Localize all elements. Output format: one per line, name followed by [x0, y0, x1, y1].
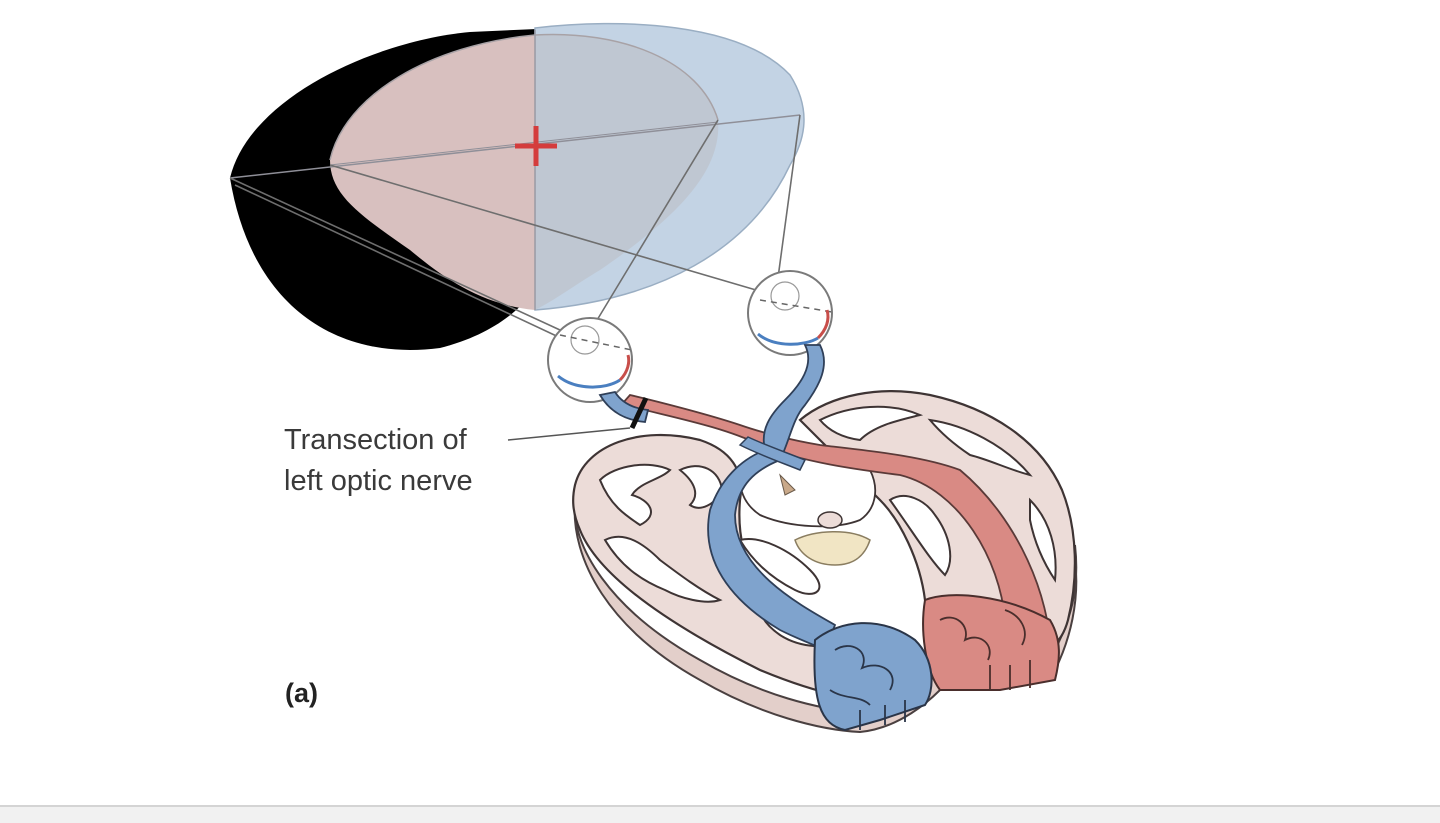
transection-mark — [629, 396, 649, 430]
fixation-cross — [515, 126, 557, 166]
binocular-overlap — [535, 34, 719, 310]
visual-field — [229, 22, 805, 350]
right-eye — [747, 270, 833, 356]
left-hemifield — [330, 35, 535, 310]
bottom-bar — [0, 805, 1440, 823]
annotation-leader-line — [507, 427, 631, 441]
panel-label: (a) — [285, 678, 318, 708]
left-occipital-blue — [813, 622, 933, 732]
transection-annotation-line1: Transection of — [284, 424, 467, 456]
left-eye — [547, 317, 633, 403]
visual-pathway-figure — [229, 22, 1078, 734]
projection-lines — [229, 114, 801, 341]
transection-annotation: Transection of left optic nerve — [284, 420, 473, 502]
thalamus — [794, 531, 871, 566]
blue-pathway — [598, 344, 933, 732]
transection-annotation-line2: left optic nerve — [284, 465, 473, 497]
